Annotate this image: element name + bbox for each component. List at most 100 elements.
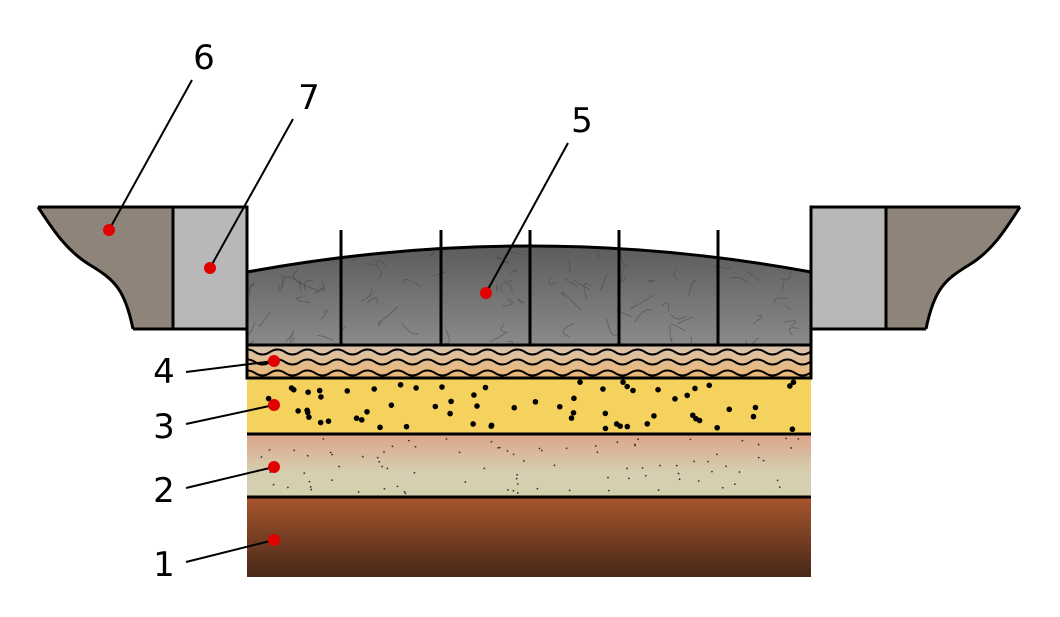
sand-dot bbox=[329, 451, 332, 454]
texture-stroke bbox=[669, 325, 673, 342]
soil-right bbox=[886, 207, 1020, 329]
texture-stroke bbox=[572, 279, 591, 290]
gravel-dot bbox=[305, 389, 311, 395]
sand-dot bbox=[536, 487, 539, 490]
sand-dot bbox=[596, 451, 599, 454]
texture-stroke bbox=[749, 246, 755, 261]
texture-stroke bbox=[247, 321, 256, 336]
label-1: 1 bbox=[153, 545, 175, 585]
gravel-dot bbox=[789, 426, 796, 433]
sand-dot bbox=[516, 483, 519, 485]
texture-stroke bbox=[317, 335, 334, 342]
gravel-dot bbox=[602, 425, 609, 432]
marker-6 bbox=[103, 224, 115, 236]
sand-dot bbox=[383, 450, 385, 453]
sand-dot bbox=[738, 471, 741, 473]
gravel-dot bbox=[790, 379, 797, 386]
leader-lines bbox=[108, 79, 569, 563]
sand-dot bbox=[506, 449, 509, 452]
marker-5 bbox=[480, 287, 492, 299]
sand-dot bbox=[540, 449, 543, 452]
sand-dot bbox=[272, 483, 275, 486]
gravel-dot bbox=[672, 396, 678, 402]
texture-stroke bbox=[258, 311, 271, 327]
texture-stroke bbox=[560, 291, 582, 311]
sand-dot bbox=[458, 451, 461, 454]
gravel-dot bbox=[388, 402, 395, 408]
sand-dot bbox=[553, 464, 556, 467]
gravel-dot bbox=[511, 404, 518, 411]
sand-dot bbox=[490, 440, 493, 443]
sand-dot bbox=[776, 479, 779, 482]
gravel-dot bbox=[377, 424, 383, 431]
texture-stroke bbox=[752, 314, 763, 325]
texture-stroke bbox=[583, 282, 592, 300]
texture-stroke bbox=[319, 286, 325, 292]
gravel-dot bbox=[364, 408, 370, 415]
sand-dot bbox=[506, 489, 509, 491]
layer-2-grain-dots bbox=[256, 437, 800, 495]
texture-stroke bbox=[506, 283, 514, 293]
label-7: 7 bbox=[298, 78, 320, 118]
gravel-dot bbox=[752, 404, 759, 411]
sand-dot bbox=[268, 449, 271, 451]
sand-dot bbox=[697, 480, 700, 482]
sand-dot bbox=[338, 465, 341, 468]
gravel-dot bbox=[726, 406, 733, 413]
sand-dot bbox=[757, 456, 760, 459]
texture-stroke bbox=[285, 276, 301, 284]
gravel-dot bbox=[353, 415, 360, 422]
texture-stroke bbox=[289, 329, 295, 343]
texture-stroke bbox=[774, 297, 788, 304]
texture-stroke bbox=[444, 329, 450, 344]
layer-2-sand bbox=[247, 434, 811, 497]
texture-stroke bbox=[669, 323, 686, 332]
texture-stroke bbox=[510, 269, 517, 275]
sand-dot bbox=[403, 490, 406, 493]
texture-stroke bbox=[673, 269, 679, 280]
sand-dot bbox=[565, 447, 568, 450]
sand-dot bbox=[725, 465, 727, 468]
texture-stroke bbox=[376, 260, 387, 267]
texture-stroke bbox=[677, 316, 693, 324]
texture-stroke bbox=[498, 261, 510, 266]
sand-dot bbox=[306, 454, 309, 457]
texture-stroke bbox=[509, 250, 527, 256]
texture-stroke bbox=[324, 246, 332, 255]
texture-stroke bbox=[403, 278, 422, 288]
gravel-dot bbox=[432, 403, 439, 410]
wave-line bbox=[247, 369, 811, 377]
wave-line bbox=[247, 348, 811, 356]
gravel-dot bbox=[306, 414, 312, 420]
gravel-dot bbox=[706, 382, 713, 389]
gravel-dot bbox=[714, 424, 720, 431]
texture-stroke bbox=[314, 287, 325, 295]
sand-dot bbox=[512, 489, 515, 492]
texture-stroke bbox=[277, 253, 297, 260]
texture-stroke bbox=[782, 280, 786, 292]
gravel-dot bbox=[571, 395, 577, 402]
gravel-dot bbox=[344, 388, 351, 394]
texture-stroke bbox=[548, 276, 557, 285]
label-5: 5 bbox=[571, 101, 593, 141]
sand-dot bbox=[644, 474, 647, 477]
texture-stroke bbox=[247, 340, 254, 345]
sand-dot bbox=[762, 459, 765, 462]
sand-dot bbox=[637, 438, 639, 441]
sand-dot bbox=[693, 460, 696, 463]
texture-stroke bbox=[295, 246, 310, 256]
texture-stroke bbox=[690, 336, 697, 345]
texture-stroke bbox=[366, 297, 378, 304]
texture-stroke bbox=[401, 322, 419, 335]
sand-dot bbox=[308, 480, 311, 483]
gravel-dot bbox=[318, 394, 324, 400]
gravel-dot bbox=[413, 385, 419, 391]
sand-dot bbox=[260, 456, 263, 458]
gravel-dot bbox=[684, 392, 691, 399]
texture-stroke bbox=[788, 327, 800, 336]
sand-dot bbox=[310, 488, 313, 491]
marker-3 bbox=[268, 399, 280, 411]
marker-2 bbox=[268, 461, 280, 473]
gravel-dot bbox=[570, 410, 577, 416]
